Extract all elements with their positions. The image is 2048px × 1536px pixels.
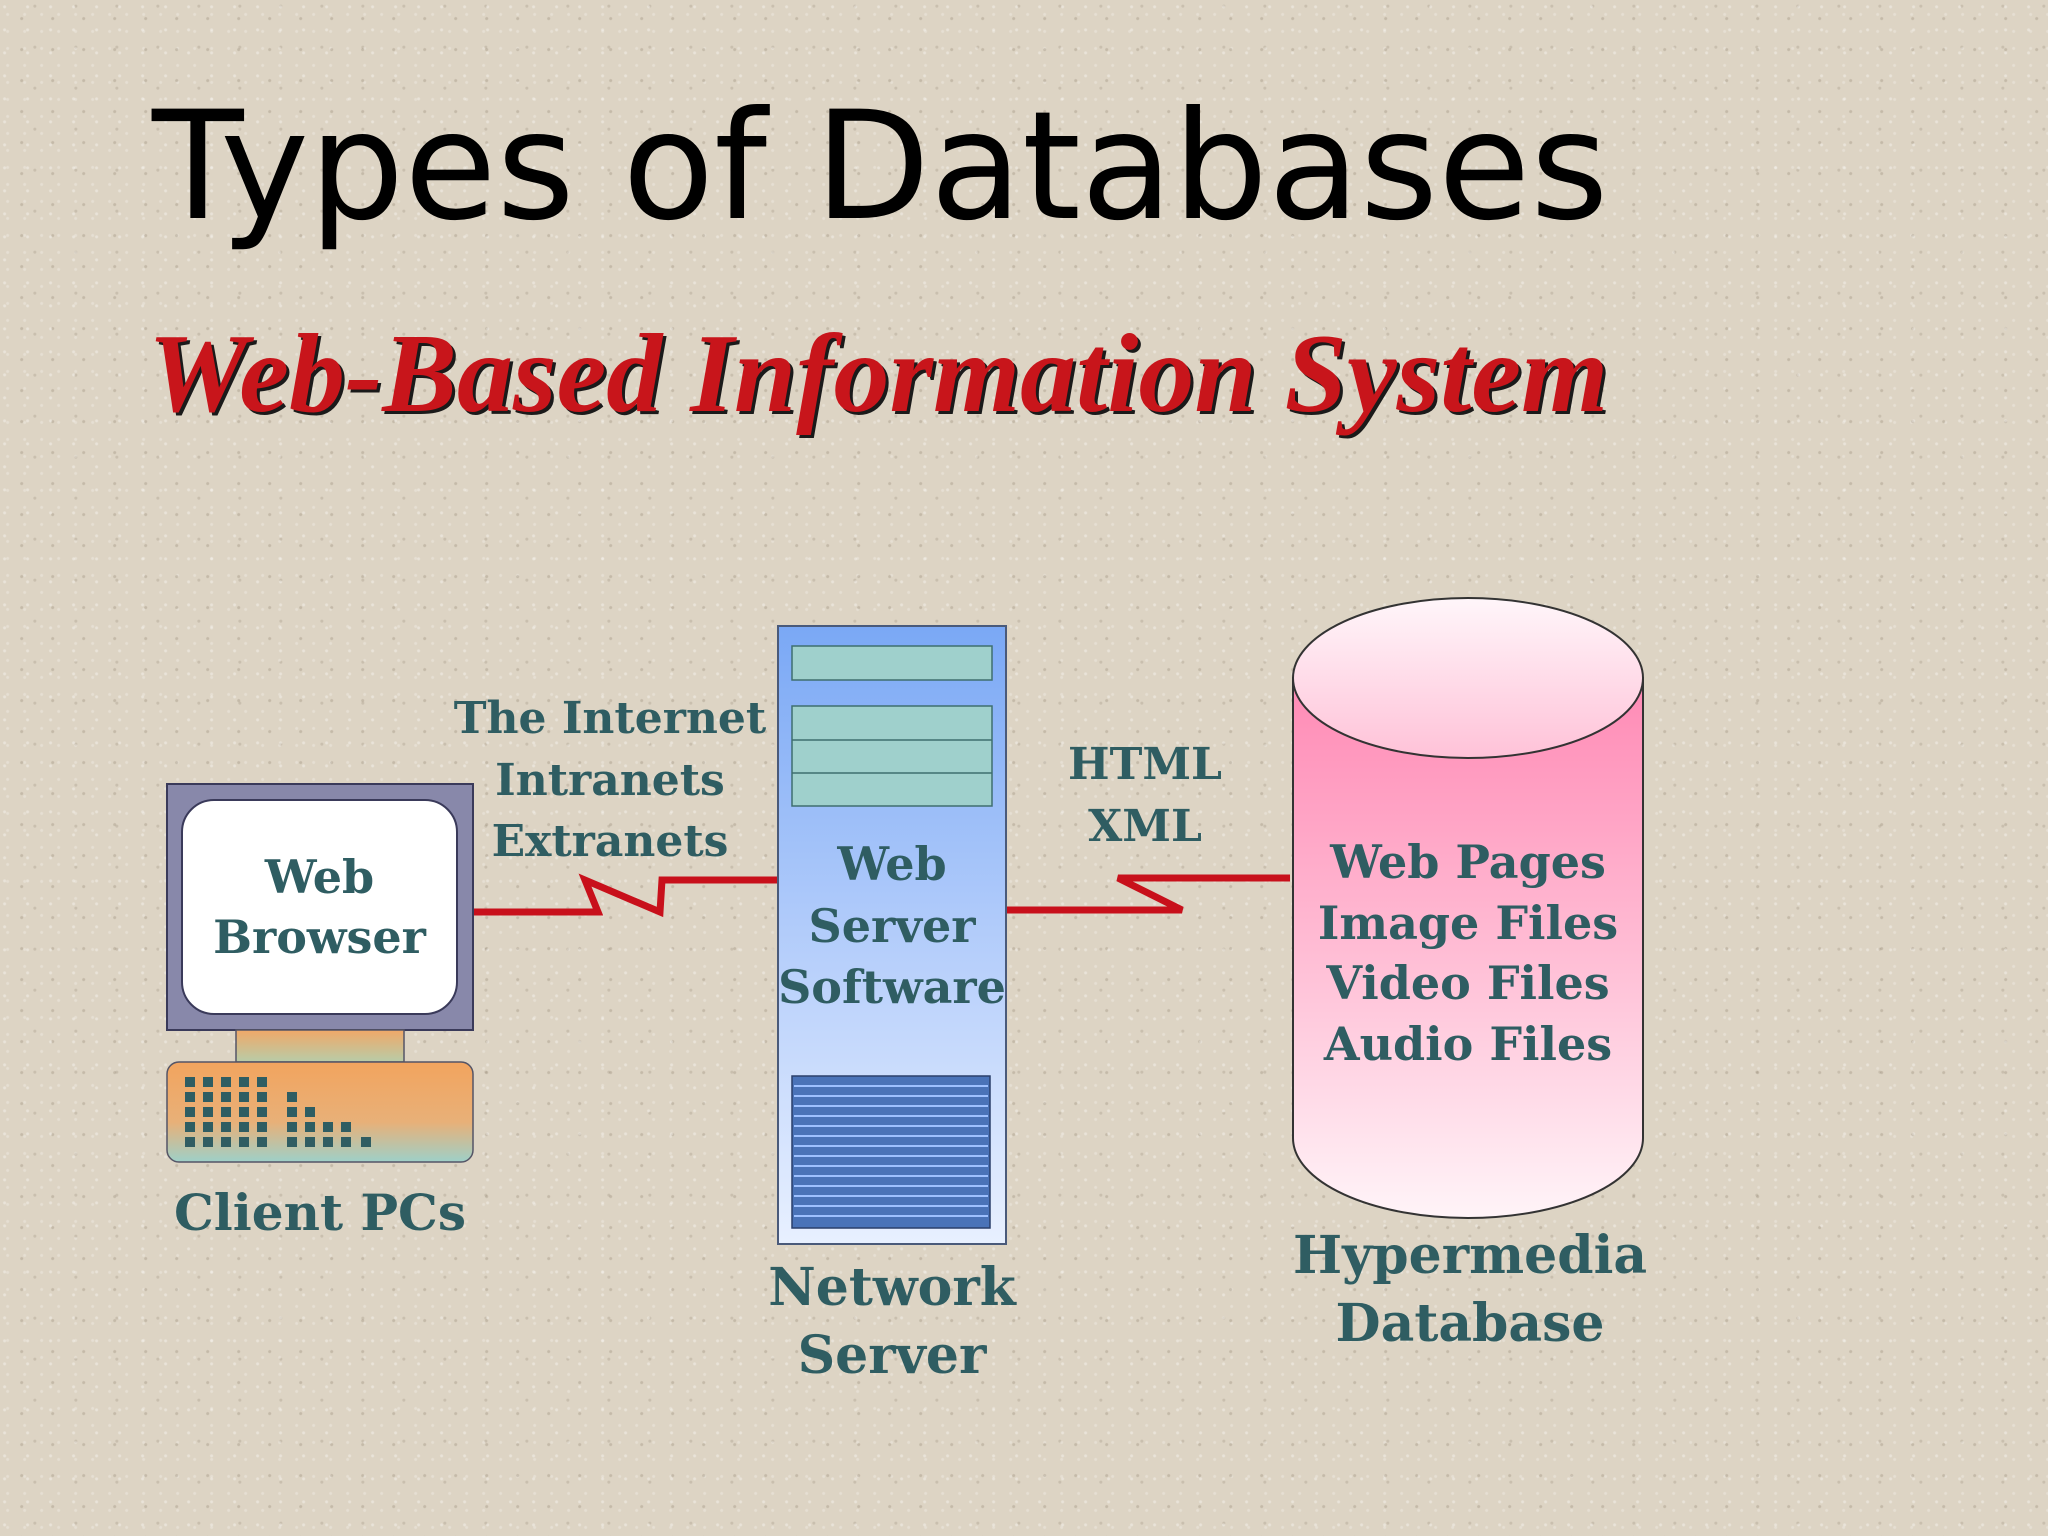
protocol-line: HTML — [1068, 739, 1222, 790]
server-body-line: Software — [778, 960, 1006, 1015]
link-client-server — [472, 873, 778, 918]
database-body-line: Video Files — [1326, 956, 1610, 1011]
client-screen-line: Web — [264, 850, 375, 904]
slide-title: Types of Databases — [152, 80, 1609, 254]
monitor-icon — [166, 783, 474, 1063]
network-link-label: The Internet Intranets Extranets — [450, 688, 770, 873]
server-caption: Network Server — [730, 1254, 1054, 1389]
slide-subtitle: Web-Based Information System — [148, 312, 1609, 436]
database-caption-line: Hypermedia — [1292, 1225, 1648, 1286]
database-caption-line: Database — [1335, 1292, 1605, 1354]
keyboard-icon — [166, 1061, 474, 1163]
client-caption: Client PCs — [174, 1183, 466, 1242]
network-link-line: Extranets — [491, 816, 729, 868]
server-caption-line: Network — [768, 1257, 1016, 1318]
database-body-line: Image Files — [1317, 895, 1619, 950]
network-link-line: The Internet — [453, 693, 767, 744]
protocol-line: XML — [1088, 800, 1202, 852]
server-body-line: Server — [808, 898, 976, 953]
database-body-line: Web Pages — [1330, 835, 1606, 889]
server-body-line: Web — [837, 837, 947, 891]
server-caption-line: Server — [797, 1324, 987, 1386]
client-screen-label: Web Browser — [182, 848, 457, 968]
client-screen-line: Browser — [213, 909, 426, 964]
database-body-line: Audio Files — [1323, 1017, 1613, 1072]
database-caption: Hypermedia Database — [1270, 1222, 1670, 1357]
network-link-line: Intranets — [495, 754, 725, 806]
database-body-label: Web Pages Image Files Video Files Audio … — [1293, 832, 1643, 1075]
link-server-database — [1006, 874, 1290, 914]
database-cylinder-icon — [1292, 597, 1644, 1219]
server-body-label: Web Server Software — [770, 834, 1014, 1019]
server-tower-icon — [777, 625, 1007, 1245]
protocol-label: HTML XML — [1040, 734, 1250, 857]
